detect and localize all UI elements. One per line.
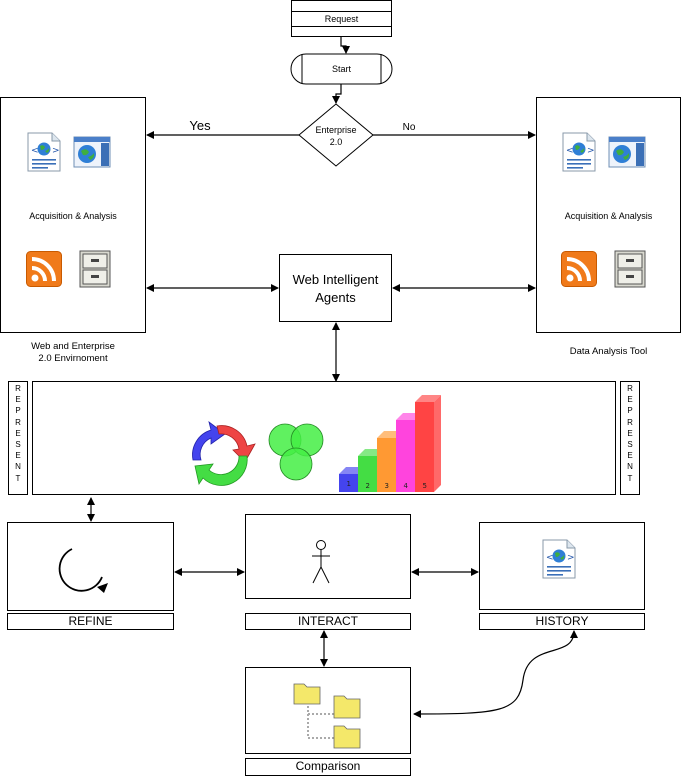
arrow-start-decision [332,84,342,104]
left-panel-label: Acquisition & Analysis [29,211,117,221]
svg-text:>: > [52,146,60,156]
right-panel: < > Acquisition & Analysis [536,97,681,333]
represent-box: 1 2 3 4 5 [32,381,616,495]
decision-label-line2: 2.0 [329,137,343,147]
stairs-step-label: 5 [423,482,427,490]
stairs-step-5: 5 [415,395,441,492]
start-terminator [290,53,393,85]
filing-cabinet-icon [614,250,646,288]
document-globe-icon: < > [542,539,576,579]
history-label: HISTORY [479,613,645,630]
yes-label: Yes [189,118,211,133]
stairs-step-label: 4 [404,482,409,490]
no-label: No [402,122,416,133]
interact-box [245,514,411,599]
stairs-chart-icon: 1 2 3 4 5 [339,395,441,492]
comparison-label: Comparison [245,758,411,776]
right-panel-label: Acquisition & Analysis [564,211,653,221]
document-globe-icon: < > [562,132,596,172]
left-panel-caption-line1: Web and Enterprise [31,341,115,352]
folder-tree-icon [293,683,361,749]
venn-diagram-icon [268,423,324,481]
agents-label-line1: Web Intelligent [292,272,379,287]
document-globe-icon: < > [27,132,61,172]
rss-icon [561,251,597,287]
stairs-step-label: 3 [385,482,389,490]
svg-text:<: < [566,146,574,156]
stairs-step-label: 1 [347,480,351,488]
request-label: Request [324,14,359,24]
decision-label-line1: Enterprise [315,125,357,135]
rss-icon [26,251,62,287]
interact-label: INTERACT [245,613,411,630]
stairs-step-label: 2 [366,482,370,490]
right-panel-caption: Data Analysis Tool [569,346,648,357]
decision-diamond [298,103,374,167]
refresh-arrow-icon [58,548,108,593]
history-box: < > [479,522,645,610]
browser-globe-icon [73,136,111,168]
svg-text:<: < [31,146,39,156]
comparison-box [245,667,411,754]
cycle-arrows-icon [192,421,256,486]
filing-cabinet-icon [79,250,111,288]
refine-label: REFINE [7,613,174,630]
start-label: Start [331,64,351,74]
agents-label-line2: Agents [315,290,356,305]
web-intelligent-agents-box: Web Intelligent Agents [279,254,392,322]
request-box: Request [291,0,392,37]
refine-box [7,522,174,611]
left-panel: < > Acquisition & Analysis [0,97,146,333]
svg-text:>: > [567,553,575,563]
stick-figure-icon [312,540,330,584]
arrow-history-comparison [413,630,578,718]
browser-globe-icon [608,136,646,168]
left-panel-caption-line2: 2.0 Envirnoment [38,353,108,364]
svg-text:<: < [546,553,554,563]
svg-text:>: > [587,146,595,156]
arrow-request-start [340,37,350,54]
